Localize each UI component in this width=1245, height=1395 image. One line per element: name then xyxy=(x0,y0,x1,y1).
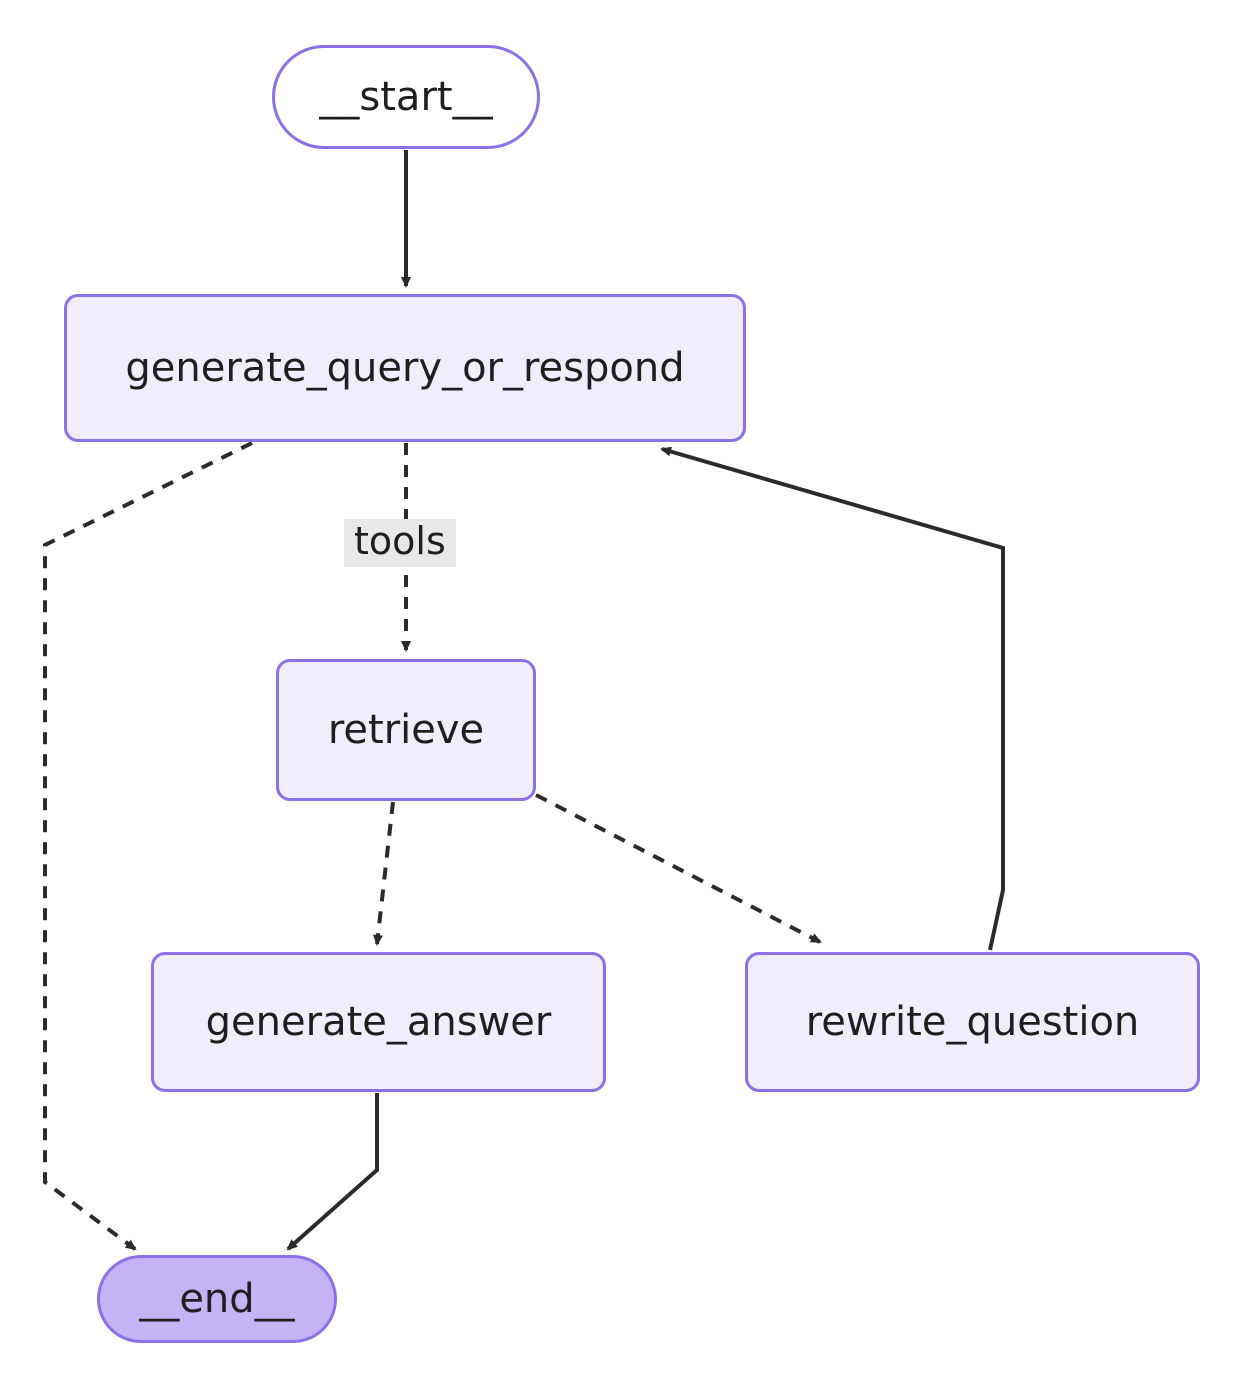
node-retrieve-label: retrieve xyxy=(327,707,485,753)
edge-generate-to-end xyxy=(43,441,253,1251)
node-generate-answer-label: generate_answer xyxy=(205,999,552,1045)
node-start-label: __start__ xyxy=(319,74,493,120)
edge-retrieve-to-generate-answer xyxy=(373,801,395,946)
edge-label-tools: tools xyxy=(344,519,456,567)
edge-label-tools-text: tools xyxy=(354,519,446,563)
edge-retrieve-to-rewrite-question xyxy=(535,793,822,944)
node-start[interactable]: __start__ xyxy=(272,45,540,149)
node-rewrite-question-label: rewrite_question xyxy=(805,999,1140,1045)
edge-rewrite-question-to-generate xyxy=(660,446,1005,951)
node-rewrite-question[interactable]: rewrite_question xyxy=(745,952,1200,1092)
node-end[interactable]: __end__ xyxy=(97,1255,337,1343)
node-generate-answer[interactable]: generate_answer xyxy=(151,952,606,1092)
edge-paths xyxy=(43,150,1005,1251)
edge-generate-answer-to-end xyxy=(286,1093,379,1251)
node-end-label: __end__ xyxy=(139,1276,295,1322)
node-generate-query-or-respond[interactable]: generate_query_or_respond xyxy=(64,294,746,442)
node-generate-query-or-respond-label: generate_query_or_respond xyxy=(125,345,685,391)
node-retrieve[interactable]: retrieve xyxy=(276,659,536,801)
